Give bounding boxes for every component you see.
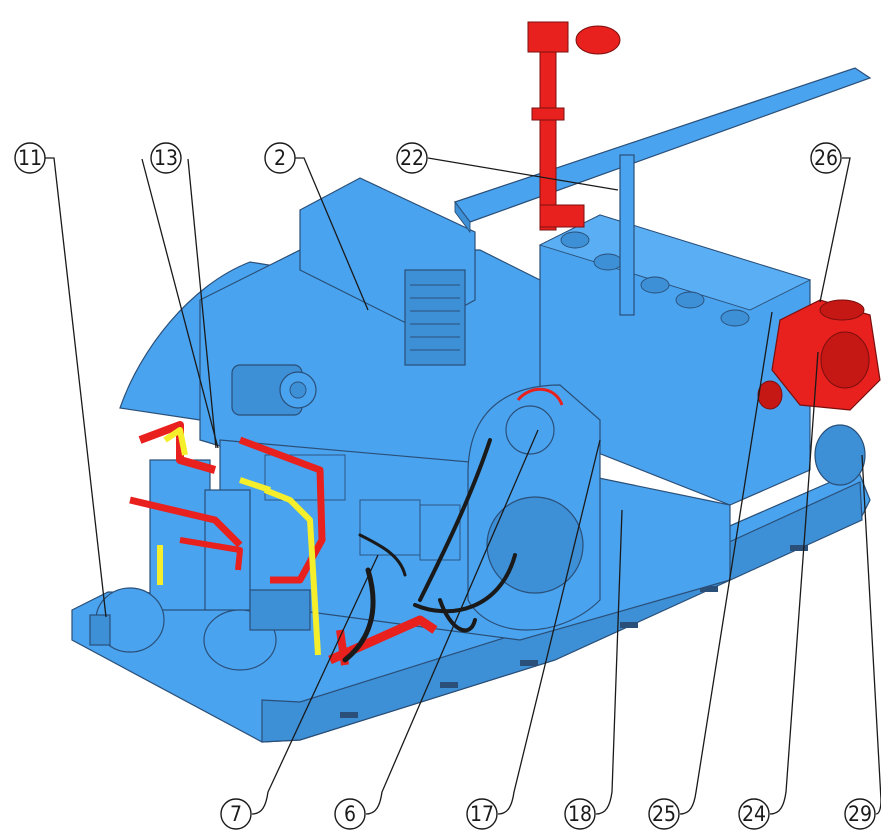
- leader-2: [294, 157, 369, 311]
- callout-25-label: 25: [652, 802, 676, 826]
- manifold-flange-top: [819, 299, 865, 321]
- hose-1: [342, 567, 376, 663]
- leader-6: [365, 429, 539, 815]
- leader-25: [679, 311, 773, 815]
- discharge-valve-top: [527, 21, 569, 53]
- hose-4: [438, 598, 477, 633]
- yellow-line-1: [163, 427, 188, 456]
- discharge-riser: [539, 39, 557, 231]
- callout-13: 13: [150, 142, 182, 174]
- hose-3: [413, 553, 517, 614]
- skid-end-roller: [814, 424, 866, 486]
- leader-11: [44, 157, 107, 618]
- callout-29-label: 29: [848, 802, 872, 826]
- leader-13a: [141, 158, 219, 449]
- red-lube-line-2: [129, 496, 243, 548]
- radiator-grille: [404, 269, 466, 366]
- callout-22: 22: [396, 142, 428, 174]
- callout-bubbles: 11 13 2 22 26 7 6 17: [14, 142, 876, 830]
- manifold-flange-left: [757, 380, 783, 410]
- radiator-grille-lines: [410, 284, 460, 351]
- discharge-elbow: [539, 204, 585, 228]
- skid-bolts: [340, 545, 808, 718]
- callout-2: 2: [264, 142, 296, 174]
- callout-17: 17: [466, 798, 498, 830]
- crane-post: [619, 154, 635, 316]
- leader-24: [769, 351, 819, 815]
- hose-2: [418, 438, 492, 602]
- callout-22-label: 22: [400, 146, 424, 170]
- callout-24: 24: [738, 798, 770, 830]
- callout-11: 11: [14, 142, 46, 174]
- discharge-piping: [129, 21, 881, 666]
- crane-beam-face: [454, 200, 471, 234]
- discharge-flange: [531, 107, 565, 121]
- manifold-flange: [820, 331, 870, 389]
- leader-29: [861, 454, 881, 815]
- callout-6: 6: [334, 798, 366, 830]
- discharge-actuator: [575, 25, 621, 55]
- leader-18: [595, 509, 623, 815]
- callout-13-label: 13: [154, 146, 178, 170]
- gear-hub: [486, 496, 584, 594]
- valve-covers: [560, 231, 750, 327]
- red-arc-on-gear: [516, 387, 564, 406]
- callout-17-label: 17: [470, 802, 494, 826]
- leader-7: [251, 554, 379, 815]
- hoses: [342, 438, 517, 663]
- crane-beam: [454, 67, 872, 223]
- side-motor-fan-hub: [289, 381, 307, 399]
- skid-left-end: [89, 614, 111, 646]
- callout-2-label: 2: [274, 146, 286, 170]
- callout-7-label: 7: [230, 802, 242, 826]
- hydraulic-tank-left: [149, 459, 211, 611]
- leader-22: [427, 157, 619, 191]
- leader-17: [497, 439, 601, 815]
- leader-13b: [187, 158, 217, 449]
- callout-11-label: 11: [18, 146, 42, 170]
- hose-5: [358, 533, 407, 577]
- callout-26-label: 26: [814, 146, 838, 170]
- red-lube-line-3: [179, 537, 243, 571]
- valve-manifold: [249, 589, 311, 631]
- callout-18-label: 18: [568, 802, 592, 826]
- pump-skid-assembly: [71, 67, 872, 743]
- gear-hub-small: [505, 405, 555, 455]
- callout-26: 26: [810, 142, 842, 174]
- callout-18: 18: [564, 798, 596, 830]
- skid-base-front-face: [261, 481, 863, 743]
- callout-6-label: 6: [344, 802, 356, 826]
- yellow-piping: [157, 427, 321, 656]
- callout-24-label: 24: [742, 802, 766, 826]
- red-lube-line-4: [238, 436, 326, 584]
- yellow-line-3: [263, 487, 321, 656]
- callout-25: 25: [648, 798, 680, 830]
- callout-29: 29: [844, 798, 876, 830]
- callout-7: 7: [220, 798, 252, 830]
- leader-26: [819, 157, 851, 303]
- yellow-line-4: [239, 477, 271, 493]
